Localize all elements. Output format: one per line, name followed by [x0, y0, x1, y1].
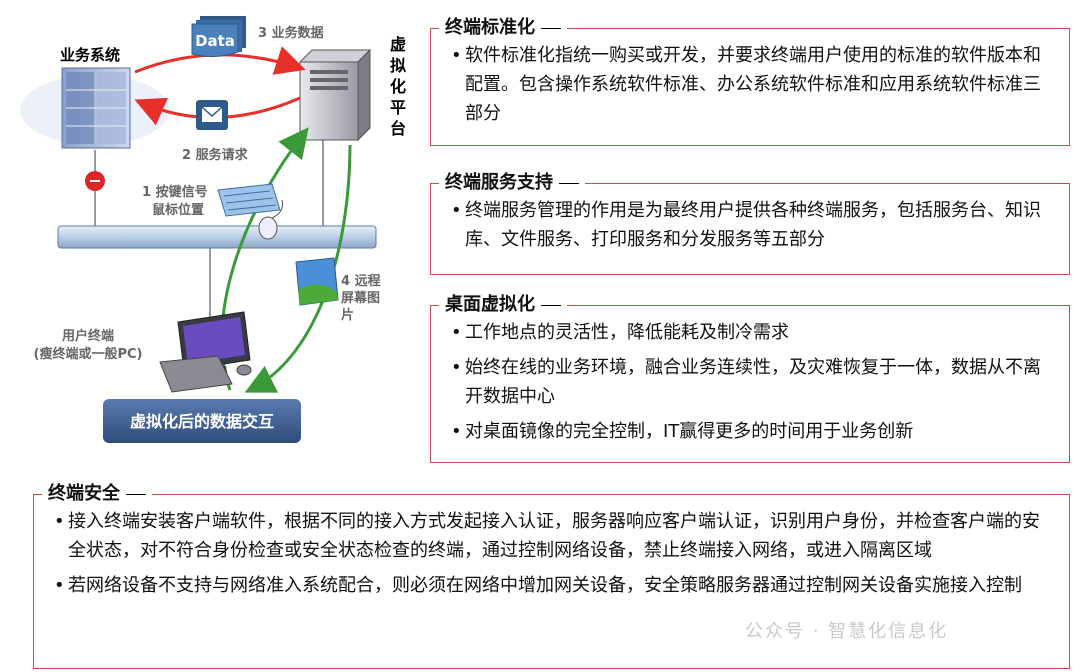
svg-text:Data: Data — [195, 32, 235, 50]
blocked-icon — [85, 171, 105, 191]
envelope-icon — [196, 100, 228, 130]
business-system-label: 业务系统 — [60, 46, 120, 64]
mouse-icon — [258, 199, 283, 240]
step4-label-line1: 4 远程 — [341, 274, 381, 289]
panel-desktop-virtualization: 桌面虚拟化 工作地点的灵活性，降低能耗及制冷需求 始终在线的业务环境，融合业务连… — [430, 292, 1070, 463]
panel-terminal-standardization: 终端标准化 软件标准化指统一购买或开发，并要求终端用户使用的标准的软件版本和配置… — [430, 15, 1070, 146]
virtual-platform-label: 虚 拟 化 平 台 — [390, 35, 406, 138]
watermark: 公众号 · 智慧化信息化 — [745, 621, 949, 642]
step1-label-line1: 1 按键信号 — [142, 184, 208, 200]
bullet-list: 接入终端安装客户端软件，根据不同的接入方式发起接入认证，服务器响应客户端认证，识… — [54, 507, 1055, 600]
bullet-item: 工作地点的灵活性，降低能耗及制冷需求 — [451, 318, 1055, 347]
panel-terminal-security: 终端安全 接入终端安装客户端软件，根据不同的接入方式发起接入认证，服务器响应客户… — [33, 481, 1070, 669]
panel-terminal-service: 终端服务支持 终端服务管理的作用是为最终用户提供各种终端服务，包括服务台、知识库… — [430, 170, 1070, 275]
keyboard-icon — [217, 183, 281, 217]
network-bus — [57, 225, 377, 249]
panel-title: 终端服务支持 — [439, 170, 585, 196]
step4-label-line3: 片 — [341, 307, 354, 323]
terminal-label-line2: (瘦终端或一般PC) — [34, 346, 143, 362]
panel-title: 桌面虚拟化 — [439, 292, 567, 318]
svg-text:化: 化 — [390, 77, 406, 96]
bullet-item: 对桌面镜像的完全控制，IT赢得更多的时间用于业务创新 — [451, 417, 1055, 446]
monitor-icon — [159, 311, 252, 393]
desktop-screenshot-icon — [295, 257, 339, 306]
svg-text:台: 台 — [390, 119, 406, 138]
terminal-label-line1: 用户终端 — [61, 328, 114, 344]
server-icon — [20, 67, 170, 149]
panel-title: 终端标准化 — [439, 15, 567, 41]
bullet-item: 始终在线的业务环境，融合业务连续性，及灾难恢复于一体，数据从不离开数据中心 — [451, 353, 1055, 411]
bullet-item: 软件标准化指统一购买或开发，并要求终端用户使用的标准的软件版本和配置。包含操作系… — [451, 41, 1055, 128]
bullet-item: 若网络设备不支持与网络准入系统配合，则必须在网络中增加网关设备，安全策略服务器通… — [54, 571, 1055, 600]
banner-label: 虚拟化后的数据交互 — [130, 412, 274, 431]
step3-label: 3 业务数据 — [258, 25, 324, 41]
bullet-list: 工作地点的灵活性，降低能耗及制冷需求 始终在线的业务环境，融合业务连续性，及灾难… — [451, 318, 1055, 446]
interaction-banner — [103, 399, 301, 443]
bullet-list: 终端服务管理的作用是为最终用户提供各种终端服务，包括服务台、知识库、文件服务、打… — [451, 196, 1055, 254]
step1-label-line2: 鼠标位置 — [152, 202, 204, 218]
step2-label: 2 服务请求 — [182, 147, 249, 163]
step4-label-line2: 屏幕图 — [341, 290, 380, 306]
data-document-icon: Data — [191, 16, 246, 58]
bullet-item: 终端服务管理的作用是为最终用户提供各种终端服务，包括服务台、知识库、文件服务、打… — [451, 196, 1055, 254]
tower-server-icon — [298, 48, 372, 142]
bullet-item: 接入终端安装客户端软件，根据不同的接入方式发起接入认证，服务器响应客户端认证，识… — [54, 507, 1055, 565]
bullet-list: 软件标准化指统一购买或开发，并要求终端用户使用的标准的软件版本和配置。包含操作系… — [451, 41, 1055, 128]
business-data-arrow — [134, 46, 306, 75]
svg-text:平: 平 — [390, 98, 406, 117]
panel-title: 终端安全 — [42, 481, 152, 507]
svg-text:拟: 拟 — [390, 56, 406, 75]
svg-text:虚: 虚 — [390, 35, 406, 54]
virtualization-diagram: 业务系统 虚 拟 化 平 台 Data 3 业务数据 2 服务请求 — [20, 16, 406, 443]
